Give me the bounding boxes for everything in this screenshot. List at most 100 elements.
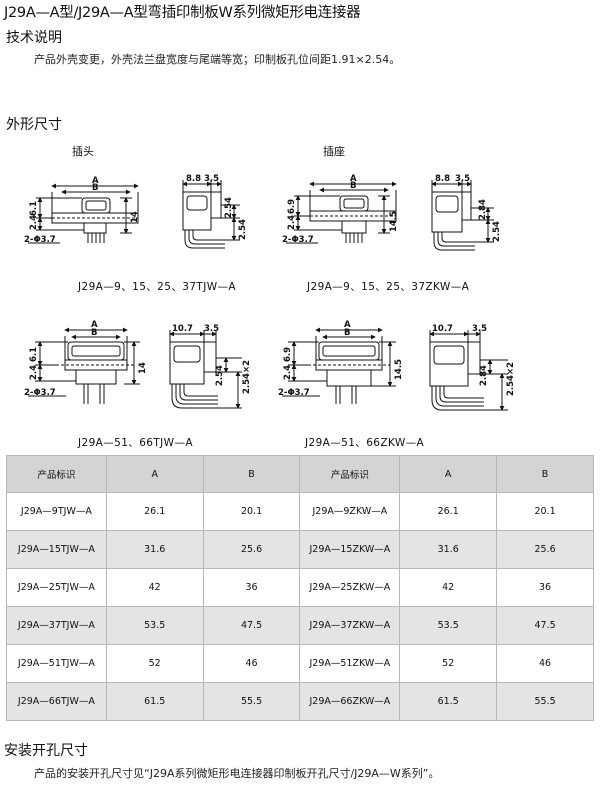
- dim-large-plug-side-h2: 2.54×2: [242, 360, 252, 394]
- socket-label: 插座: [323, 145, 345, 158]
- drawing-plug-small-front: [28, 183, 139, 244]
- plug-label: 插头: [72, 145, 94, 158]
- table-cell: 36: [496, 568, 594, 607]
- dim-socket-h1: 6.9: [287, 199, 297, 214]
- table-cell: 53.5: [105, 606, 204, 645]
- table-cell: J29A—25ZKW—A: [299, 568, 401, 607]
- header-a: A: [105, 455, 204, 493]
- outline-heading: 外形尺寸: [6, 117, 62, 133]
- tech-heading: 技术说明: [6, 30, 62, 46]
- dim-large-socket-side-h2: 2.54×2: [506, 362, 516, 396]
- caption-socket-small: J29A—9、15、25、37ZKW—A: [307, 281, 470, 293]
- dim-h2: 2.4: [29, 365, 39, 380]
- drawing-socket-small-front: [286, 181, 397, 244]
- table-header-row: 产品标识 A B 产品标识 A B: [6, 455, 594, 493]
- dim-side-w2: 3.5: [472, 324, 487, 334]
- table-cell: J29A—25TJW—A: [6, 568, 107, 607]
- table-cell: 25.6: [202, 530, 301, 569]
- dim-plug-h1: 6.1: [29, 347, 39, 362]
- dim-side-w2: 3.5: [204, 174, 219, 184]
- dim-b: B: [91, 328, 97, 338]
- table-cell: J29A—9TJW—A: [6, 492, 107, 531]
- dim-socket-h1: 6.9: [283, 347, 293, 362]
- table-cell: 26.1: [399, 492, 498, 531]
- dim-h2: 2.4: [29, 215, 39, 230]
- table-cell: J29A—15TJW—A: [6, 530, 107, 569]
- dim-b: B: [92, 183, 98, 193]
- dim-hole: 2-Φ3.7: [282, 235, 314, 245]
- header-a: A: [399, 455, 498, 493]
- dim-socket-h3: 14.5: [389, 211, 399, 232]
- dim-hole: 2-Φ3.7: [24, 235, 56, 245]
- caption-plug-small: J29A—9、15、25、37TJW—A: [78, 281, 236, 293]
- page-title: J29A—A型/J29A—A型弯插印制板W系列微矩形电连接器: [4, 5, 361, 21]
- table-cell: 31.6: [399, 530, 498, 569]
- table-cell: 46: [202, 644, 301, 683]
- dim-plug-h3: 14: [138, 362, 148, 374]
- outline-drawings: A B 6.1 2.4 2-Φ3.7 14 8.8 3.5 2.54 2.54 …: [24, 174, 516, 411]
- table-cell: 20.1: [202, 492, 301, 531]
- dim-socket-side-h2: 2.54: [492, 221, 502, 242]
- table-cell: J29A—37TJW—A: [6, 606, 107, 645]
- table-cell: 25.6: [496, 530, 594, 569]
- table-cell: J29A—9ZKW—A: [299, 492, 401, 531]
- table-cell: 61.5: [105, 682, 204, 721]
- dim-hole: 2-Φ3.7: [278, 388, 310, 398]
- dim-a: A: [344, 320, 351, 330]
- drawing-plug-large-front: [28, 327, 140, 404]
- dim-a: A: [92, 176, 99, 186]
- dim-large-side-w: 10.7: [172, 324, 193, 334]
- table-cell: J29A—37ZKW—A: [299, 606, 401, 645]
- dim-side-w2: 3.5: [204, 324, 219, 334]
- drawing-plug-large-side: [169, 330, 242, 409]
- dim-a: A: [91, 320, 98, 330]
- dim-socket-side-h1: 2.84: [478, 199, 488, 220]
- table-cell: 42: [105, 568, 204, 607]
- header-product-id: 产品标识: [6, 455, 107, 493]
- dim-large-side-w: 10.7: [432, 324, 453, 334]
- dim-socket-h3: 14.5: [394, 359, 404, 380]
- table-cell: 52: [105, 644, 204, 683]
- dim-b: B: [344, 328, 350, 338]
- dim-a: A: [350, 174, 357, 184]
- table-cell: 52: [399, 644, 498, 683]
- table-cell: 31.6: [105, 530, 204, 569]
- table-cell: 53.5: [399, 606, 498, 645]
- dim-plug-h1: 6.1: [29, 201, 39, 216]
- dim-b: B: [350, 181, 356, 191]
- mount-text: 产品的安装开孔尺寸见“J29A系列微矩形电连接器印制板开孔尺寸/J29A—W系列…: [34, 767, 440, 780]
- table-cell: 46: [496, 644, 594, 683]
- dim-h2: 2.4: [283, 365, 293, 380]
- dim-plug-side-h2: 2.54: [238, 219, 248, 240]
- table-cell: 55.5: [496, 682, 594, 721]
- drawing-socket-small-side: [431, 180, 494, 251]
- table-cell: 55.5: [202, 682, 301, 721]
- table-cell: 61.5: [399, 682, 498, 721]
- dim-plug-side-w: 8.8: [186, 174, 201, 184]
- table-cell: J29A—51ZKW—A: [299, 644, 401, 683]
- dim-socket-side-w: 8.8: [435, 174, 450, 184]
- caption-socket-large: J29A—51、66ZKW—A: [305, 437, 425, 449]
- table-cell: 47.5: [202, 606, 301, 645]
- header-b: B: [496, 455, 594, 493]
- table-cell: 20.1: [496, 492, 594, 531]
- table-cell: J29A—66TJW—A: [6, 682, 107, 721]
- caption-plug-large: J29A—51、66TJW—A: [78, 437, 193, 449]
- drawing-plug-small-side: [182, 180, 240, 249]
- header-product-id: 产品标识: [299, 455, 401, 493]
- dim-hole: 2-Φ3.7: [24, 388, 56, 398]
- dim-plug-h3: 14: [130, 211, 140, 223]
- table-cell: 26.1: [105, 492, 204, 531]
- dim-socket-side-h1: 2.84: [479, 365, 489, 386]
- dim-plug-side-h1: 2.54: [215, 365, 225, 386]
- table-cell: 47.5: [496, 606, 594, 645]
- table-cell: J29A—15ZKW—A: [299, 530, 401, 569]
- dim-h2: 2.4: [287, 215, 297, 230]
